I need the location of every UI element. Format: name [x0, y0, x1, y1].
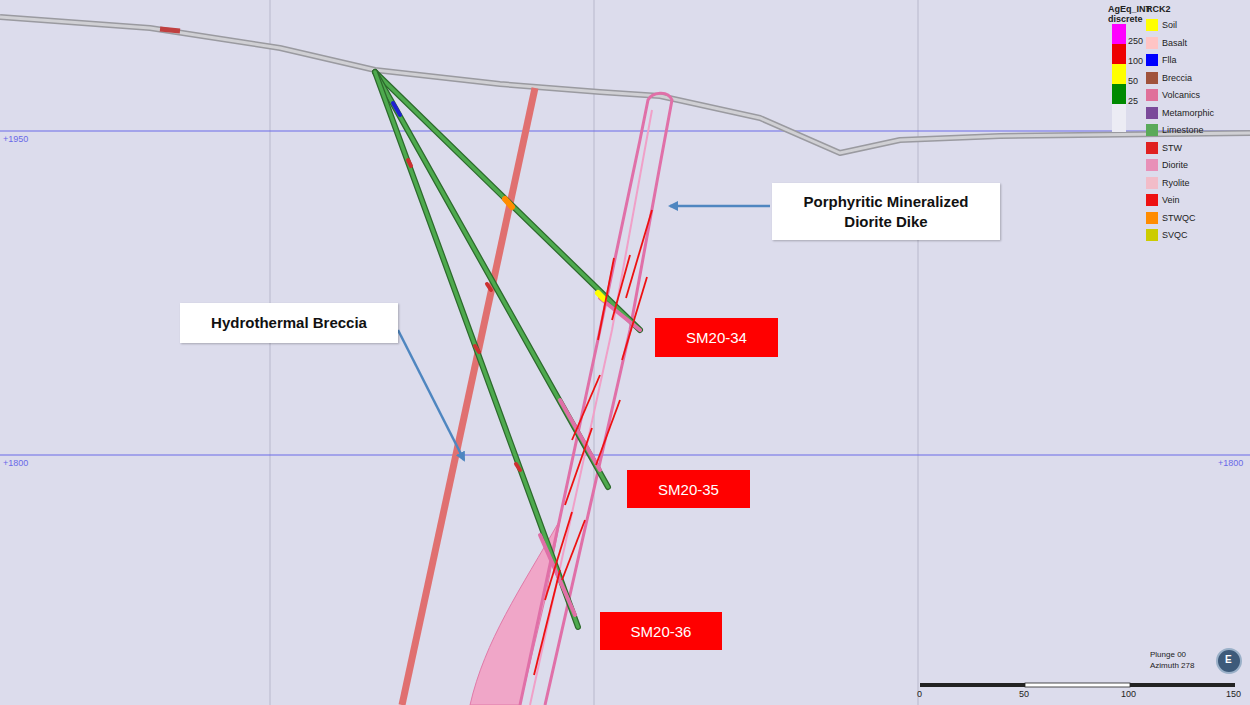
label-text: Porphyritic Mineralized Diorite Dike: [782, 192, 990, 232]
legend-swatch: [1146, 177, 1158, 189]
legend-title: AgEq_INT discrete: [1108, 4, 1150, 24]
scale-number: 150: [1226, 689, 1241, 699]
legend-swatch: [1146, 212, 1158, 224]
elevation-label: +1950: [3, 134, 28, 144]
legend-swatch: [1112, 84, 1126, 104]
legend-text: 100: [1128, 56, 1143, 66]
label-text: Hydrothermal Breccia: [211, 313, 367, 333]
elevation-label: +1800: [1218, 458, 1243, 468]
label-text: SM20-34: [686, 329, 747, 346]
legend-text: SVQC: [1162, 230, 1188, 240]
legend-swatch: [1146, 107, 1158, 119]
legend-swatch: [1146, 159, 1158, 171]
scale-number: 100: [1121, 689, 1136, 699]
topography: [160, 29, 180, 31]
legend-swatch: [1146, 89, 1158, 101]
legend-swatch: [1146, 142, 1158, 154]
legend-text: Diorite: [1162, 160, 1188, 170]
scale-number: 50: [1019, 689, 1029, 699]
compass-letter: E: [1225, 654, 1232, 665]
elevation-label: +1800: [3, 458, 28, 468]
topography: [0, 17, 1250, 153]
legend-swatch: [1112, 24, 1126, 44]
scale-number: 0: [917, 689, 922, 699]
legend-swatch: [1112, 102, 1126, 132]
legend-swatch: [1146, 37, 1158, 49]
legend-text: Metamorphic: [1162, 108, 1214, 118]
callout-box: Porphyritic Mineralized Diorite Dike: [772, 183, 1000, 240]
legend-text: Soil: [1162, 20, 1177, 30]
legend-text: 25: [1128, 96, 1138, 106]
view-note: Azimuth 278: [1150, 661, 1194, 670]
legend-text: Vein: [1162, 195, 1180, 205]
vein-trace: [534, 210, 652, 675]
view-note: Plunge 00: [1150, 650, 1186, 659]
legend-text: Breccia: [1162, 73, 1192, 83]
legend-text: STWQC: [1162, 213, 1196, 223]
legend-swatch: [1146, 72, 1158, 84]
legend-swatch: [1146, 54, 1158, 66]
legend-swatch: [1146, 19, 1158, 31]
leader-arrow: [670, 205, 770, 208]
legend-text: STW: [1162, 143, 1182, 153]
scale-bar: [920, 683, 1235, 687]
legend-swatch: [1146, 229, 1158, 241]
legend-title: RCK2: [1146, 4, 1171, 14]
drill-hole-label: SM20-36: [600, 612, 722, 650]
legend-text: 250: [1128, 36, 1143, 46]
elevation-line: [0, 131, 1250, 455]
callout-box: Hydrothermal Breccia: [180, 303, 398, 343]
label-text: SM20-36: [631, 623, 692, 640]
drill-hole-label: SM20-34: [655, 318, 778, 357]
leader-arrow: [398, 330, 464, 460]
legend-swatch: [1146, 194, 1158, 206]
legend-text: Basalt: [1162, 38, 1187, 48]
legend-text: 50: [1128, 76, 1138, 86]
drill-hole: [375, 72, 640, 627]
legend-swatch: [1112, 64, 1126, 84]
legend-text: Volcanics: [1162, 90, 1200, 100]
label-text: SM20-35: [658, 481, 719, 498]
topography: [0, 17, 1250, 153]
legend-swatch: [1146, 124, 1158, 136]
legend-text: Limestone: [1162, 125, 1204, 135]
legend-swatch: [1112, 44, 1126, 64]
grid: [270, 0, 918, 705]
legend-text: Flla: [1162, 55, 1177, 65]
compass: [1217, 649, 1241, 673]
drill-hole-label: SM20-35: [627, 470, 750, 508]
legend-text: Ryolite: [1162, 178, 1190, 188]
